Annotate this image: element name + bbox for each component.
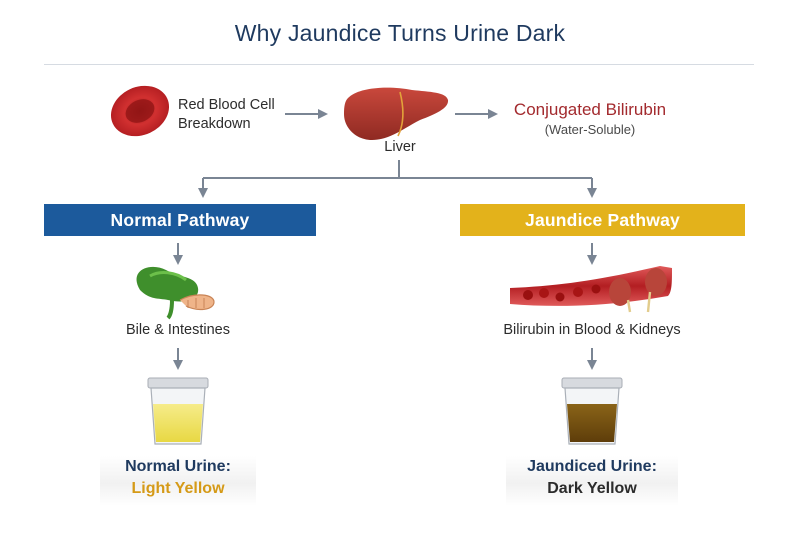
title-divider — [44, 64, 754, 65]
liver-icon — [344, 87, 449, 140]
water-soluble-label: (Water-Soluble) — [544, 122, 636, 137]
normal-result-color: Light Yellow — [131, 480, 225, 497]
blood-vessel-kidneys-icon — [510, 266, 672, 313]
normal-pathway-banner: Normal Pathway — [44, 204, 316, 236]
urine-cup-light-icon — [147, 377, 209, 445]
red-blood-cell-icon — [110, 85, 170, 137]
rbc-label-line1: Red Blood Cell — [178, 97, 275, 113]
page-title: Why Jaundice Turns Urine Dark — [234, 20, 566, 46]
jaundice-pathway-banner: Jaundice Pathway — [460, 204, 745, 236]
bile-intestines-label: Bile & Intestines — [126, 322, 230, 338]
jaundice-result: Jaundiced Urine: Dark Yellow — [506, 456, 678, 506]
normal-result-title: Normal Urine: — [125, 458, 231, 475]
conjugated-bilirubin-label: Conjugated Bilirubin — [513, 100, 667, 119]
urine-cup-dark-icon — [561, 377, 623, 445]
gallbladder-intestine-icon — [136, 266, 215, 320]
jaundice-result-color: Dark Yellow — [547, 480, 637, 497]
jaundice-result-title: Jaundiced Urine: — [527, 458, 657, 475]
rbc-label: Red Blood Cell Breakdown — [178, 96, 275, 134]
rbc-label-line2: Breakdown — [178, 116, 251, 132]
liver-label: Liver — [384, 139, 416, 155]
blood-kidneys-label: Bilirubin in Blood & Kidneys — [503, 322, 681, 338]
branch-connector — [198, 160, 597, 198]
normal-result: Normal Urine: Light Yellow — [100, 456, 256, 506]
